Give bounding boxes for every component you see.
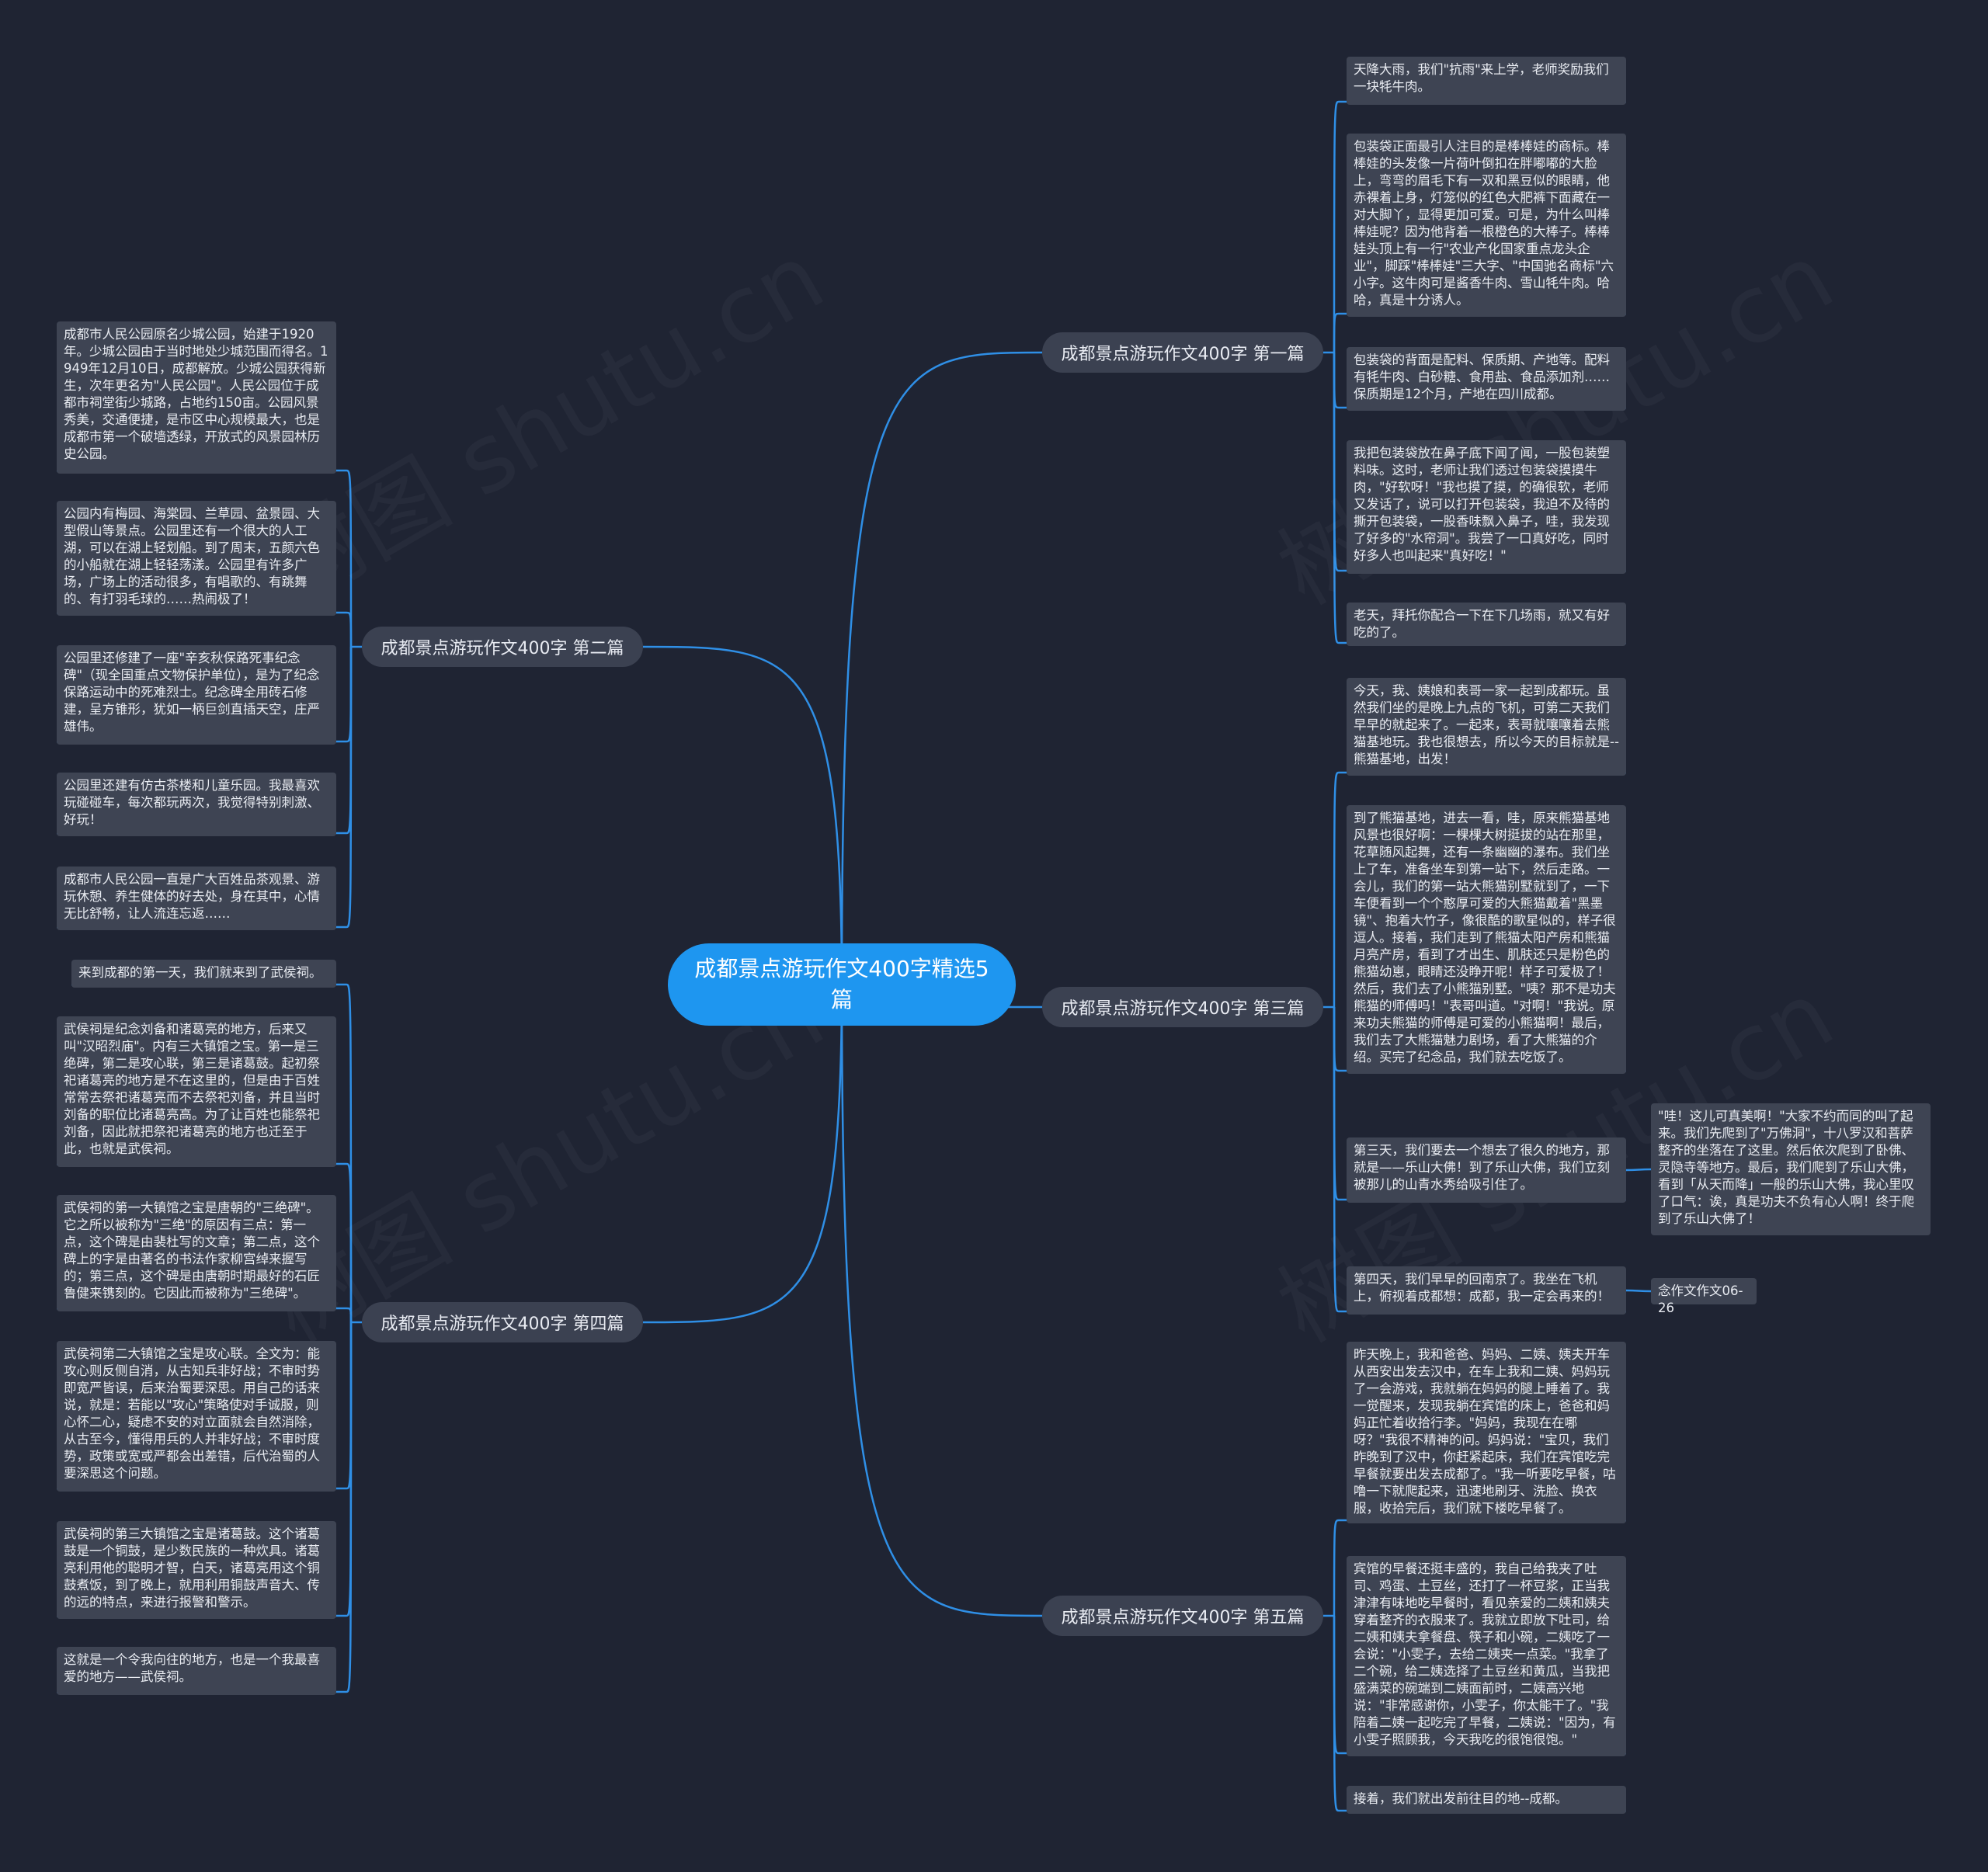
leaf-b5-2[interactable]: 宾馆的早餐还挺丰盛的，我自己给我夹了吐司、鸡蛋、土豆丝，还打了一杯豆浆，正当我津… <box>1347 1556 1626 1756</box>
leaf-b5-3[interactable]: 接着，我们就出发前往目的地--成都。 <box>1347 1786 1626 1814</box>
leaf-b2-4[interactable]: 公园里还建有仿古茶楼和儿童乐园。我最喜欢玩碰碰车，每次都玩两次，我觉得特别刺激、… <box>57 773 336 836</box>
connector-leaf-b2-2 <box>57 611 353 648</box>
leaf-b2-1[interactable]: 成都市人民公园原名少城公园，始建于1920年。少城公园由于当时地处少城范围而得名… <box>57 321 336 474</box>
root-topic[interactable]: 成都景点游玩作文400字精选5篇 <box>668 943 1016 1026</box>
leaf-b4-6[interactable]: 这就是一个令我向往的地方，也是一个我最喜爱的地方——武侯祠。 <box>57 1647 336 1695</box>
leaf-b4-3[interactable]: 武侯祠的第一大镇馆之宝是唐朝的"三绝碑"。它之所以被称为"三绝"的原因有三点：第… <box>57 1195 336 1311</box>
connector-leaf-b3-1 <box>1333 771 1626 1008</box>
leaf-b4-4[interactable]: 武侯祠第二大镇馆之宝是攻心联。全文为：能攻心则反侧自消，从古知兵非好战；不审时势… <box>57 1341 336 1492</box>
connector-root-branch-1 <box>840 351 1043 985</box>
branch-2[interactable]: 成都景点游玩作文400字 第二篇 <box>362 627 643 667</box>
branch-3[interactable]: 成都景点游玩作文400字 第三篇 <box>1042 987 1323 1027</box>
leaf-b1-5[interactable]: 老天，拜托你配合一下在下几场雨，就又有好吃的了。 <box>1347 603 1626 646</box>
connector-leaf-b5-3 <box>1333 1615 1626 1812</box>
leaf-b3-2[interactable]: 到了熊猫基地，进去一看，哇，原来熊猫基地风景也很好啊：一棵棵大树挺拔的站在那里，… <box>1347 805 1626 1074</box>
connector-leaf-b5-1 <box>1333 1519 1626 1617</box>
branch-4[interactable]: 成都景点游玩作文400字 第四篇 <box>362 1302 643 1342</box>
connector-leaf-b4-2 <box>57 1162 353 1323</box>
connector-leaf-b4-3 <box>57 1307 353 1323</box>
leaf-b4-5[interactable]: 武侯祠的第三大镇馆之宝是诸葛鼓。这个诸葛鼓是一个铜鼓，是少数民族的一种炊具。诸葛… <box>57 1521 336 1619</box>
connector-root-branch-5 <box>840 984 1043 1617</box>
leaf-b3-3-detail[interactable]: "哇！这儿可真美啊！"大家不约而同的叫了起来。我们先爬到了"万佛洞"，十八罗汉和… <box>1651 1103 1931 1235</box>
leaf-b1-2[interactable]: 包装袋正面最引人注目的是棒棒娃的商标。棒棒娃的头发像一片荷叶倒扣在胖嘟嘟的大脸上… <box>1347 134 1626 317</box>
leaf-b3-1[interactable]: 今天，我、姨娘和表哥一家一起到成都玩。虽然我们坐的是晚上九点的飞机，可第二天我们… <box>1347 678 1626 776</box>
connector-root-branch-2 <box>642 645 843 985</box>
leaf-b3-3[interactable]: 第三天，我们要去一个想去了很久的地方，那就是——乐山大佛！到了乐山大佛，我们立刻… <box>1347 1137 1626 1203</box>
connector-leaf-b1-5 <box>1333 352 1626 644</box>
branch-1[interactable]: 成都景点游玩作文400字 第一篇 <box>1042 332 1323 373</box>
branch-5[interactable]: 成都景点游玩作文400字 第五篇 <box>1042 1596 1323 1636</box>
connector-leaf-b2-5 <box>57 646 353 929</box>
leaf-b2-2[interactable]: 公园内有梅园、海棠园、兰草园、盆景园、大型假山等景点。公园里还有一个很大的人工湖… <box>57 501 336 616</box>
leaf-b2-5[interactable]: 成都市人民公园一直是广大百姓品茶观景、游玩休憩、养生健体的好去处，身在其中，心情… <box>57 867 336 930</box>
leaf-b3-4-date[interactable]: 念作文作文06-26 <box>1651 1278 1757 1315</box>
leaf-b4-1[interactable]: 来到成都的第一天，我们就来到了武侯祠。 <box>71 960 336 988</box>
leaf-b1-3[interactable]: 包装袋的背面是配料、保质期、产地等。配料有牦牛肉、白砂糖、食用盐、食品添加剂……… <box>1347 347 1626 411</box>
connector-leaf-b4-6 <box>57 1322 353 1693</box>
connector-leaf-b3-4-date <box>1625 1289 1652 1293</box>
leaf-b1-4[interactable]: 我把包装袋放在鼻子底下闻了闻，一股包装塑料味。这时，老师让我们透过包装袋摸摸牛肉… <box>1347 440 1626 574</box>
leaf-b5-1[interactable]: 昨天晚上，我和爸爸、妈妈、二姨、姨夫开车从西安出发去汉中，在车上我和二姨、妈妈玩… <box>1347 1342 1626 1523</box>
connector-leaf-b3-4 <box>1333 1006 1626 1313</box>
leaf-b1-1[interactable]: 天降大雨，我们"抗雨"来上学，老师奖励我们一块牦牛肉。 <box>1347 57 1626 105</box>
connector-root-branch-4 <box>642 984 843 1324</box>
connector-leaf-b1-2 <box>1333 312 1626 353</box>
leaf-b4-2[interactable]: 武侯祠是纪念刘备和诸葛亮的地方，后来又叫"汉昭烈庙"。内有三大镇馆之宝。第一是三… <box>57 1016 336 1167</box>
connector-leaf-b3-3-detail <box>1625 1168 1652 1172</box>
leaf-b3-4[interactable]: 第四天，我们早早的回南京了。我坐在飞机上，俯视着成都想：成都，我一定会再来的！ <box>1347 1266 1626 1315</box>
connector-leaf-b2-1 <box>57 469 353 648</box>
connector-leaf-b1-1 <box>1333 100 1626 353</box>
leaf-b2-3[interactable]: 公园里还修建了一座"辛亥秋保路死事纪念碑"（现全国重点文物保护单位），是为了纪念… <box>57 645 336 745</box>
